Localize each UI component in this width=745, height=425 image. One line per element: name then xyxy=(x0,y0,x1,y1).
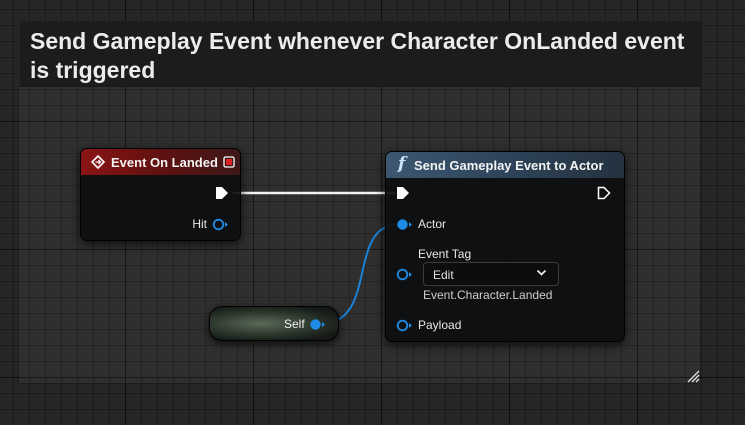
exec-out-pin[interactable] xyxy=(597,186,611,200)
payload-pin[interactable] xyxy=(396,319,413,332)
event-node-title: Event On Landed xyxy=(111,155,218,170)
hit-pin-label: Hit xyxy=(192,217,207,231)
event-diamond-icon xyxy=(91,155,105,169)
event-tag-pin[interactable] xyxy=(396,268,413,281)
hit-pin[interactable] xyxy=(212,218,229,231)
self-label: Self xyxy=(284,317,305,331)
send-gameplay-event-node[interactable]: f Send Gameplay Event to Actor Actor Eve… xyxy=(385,151,625,342)
function-node-title: Send Gameplay Event to Actor xyxy=(414,158,604,173)
chevron-down-icon xyxy=(536,269,547,276)
event-node-header[interactable]: Event On Landed xyxy=(81,149,240,175)
event-tag-edit-combo[interactable]: Edit xyxy=(423,262,559,286)
payload-pin-label: Payload xyxy=(418,318,462,332)
event-tag-value: Event.Character.Landed xyxy=(423,288,553,302)
exec-out-pin[interactable] xyxy=(215,186,229,200)
function-icon: f xyxy=(398,154,406,174)
resize-grip-icon[interactable] xyxy=(686,369,700,383)
event-on-landed-node[interactable]: Event On Landed Hit xyxy=(80,148,241,241)
actor-pin[interactable] xyxy=(396,218,413,231)
self-pin[interactable] xyxy=(309,318,326,331)
event-tag-label: Event Tag xyxy=(418,247,472,261)
exec-in-pin[interactable] xyxy=(396,186,410,200)
delegate-pin-icon[interactable] xyxy=(223,156,235,168)
actor-pin-label: Actor xyxy=(418,217,447,231)
function-node-header[interactable]: f Send Gameplay Event to Actor xyxy=(386,152,624,178)
self-node[interactable]: Self xyxy=(209,306,339,341)
comment-title[interactable]: Send Gameplay Event whenever Character O… xyxy=(20,21,701,87)
event-tag-edit-label: Edit xyxy=(433,268,454,282)
